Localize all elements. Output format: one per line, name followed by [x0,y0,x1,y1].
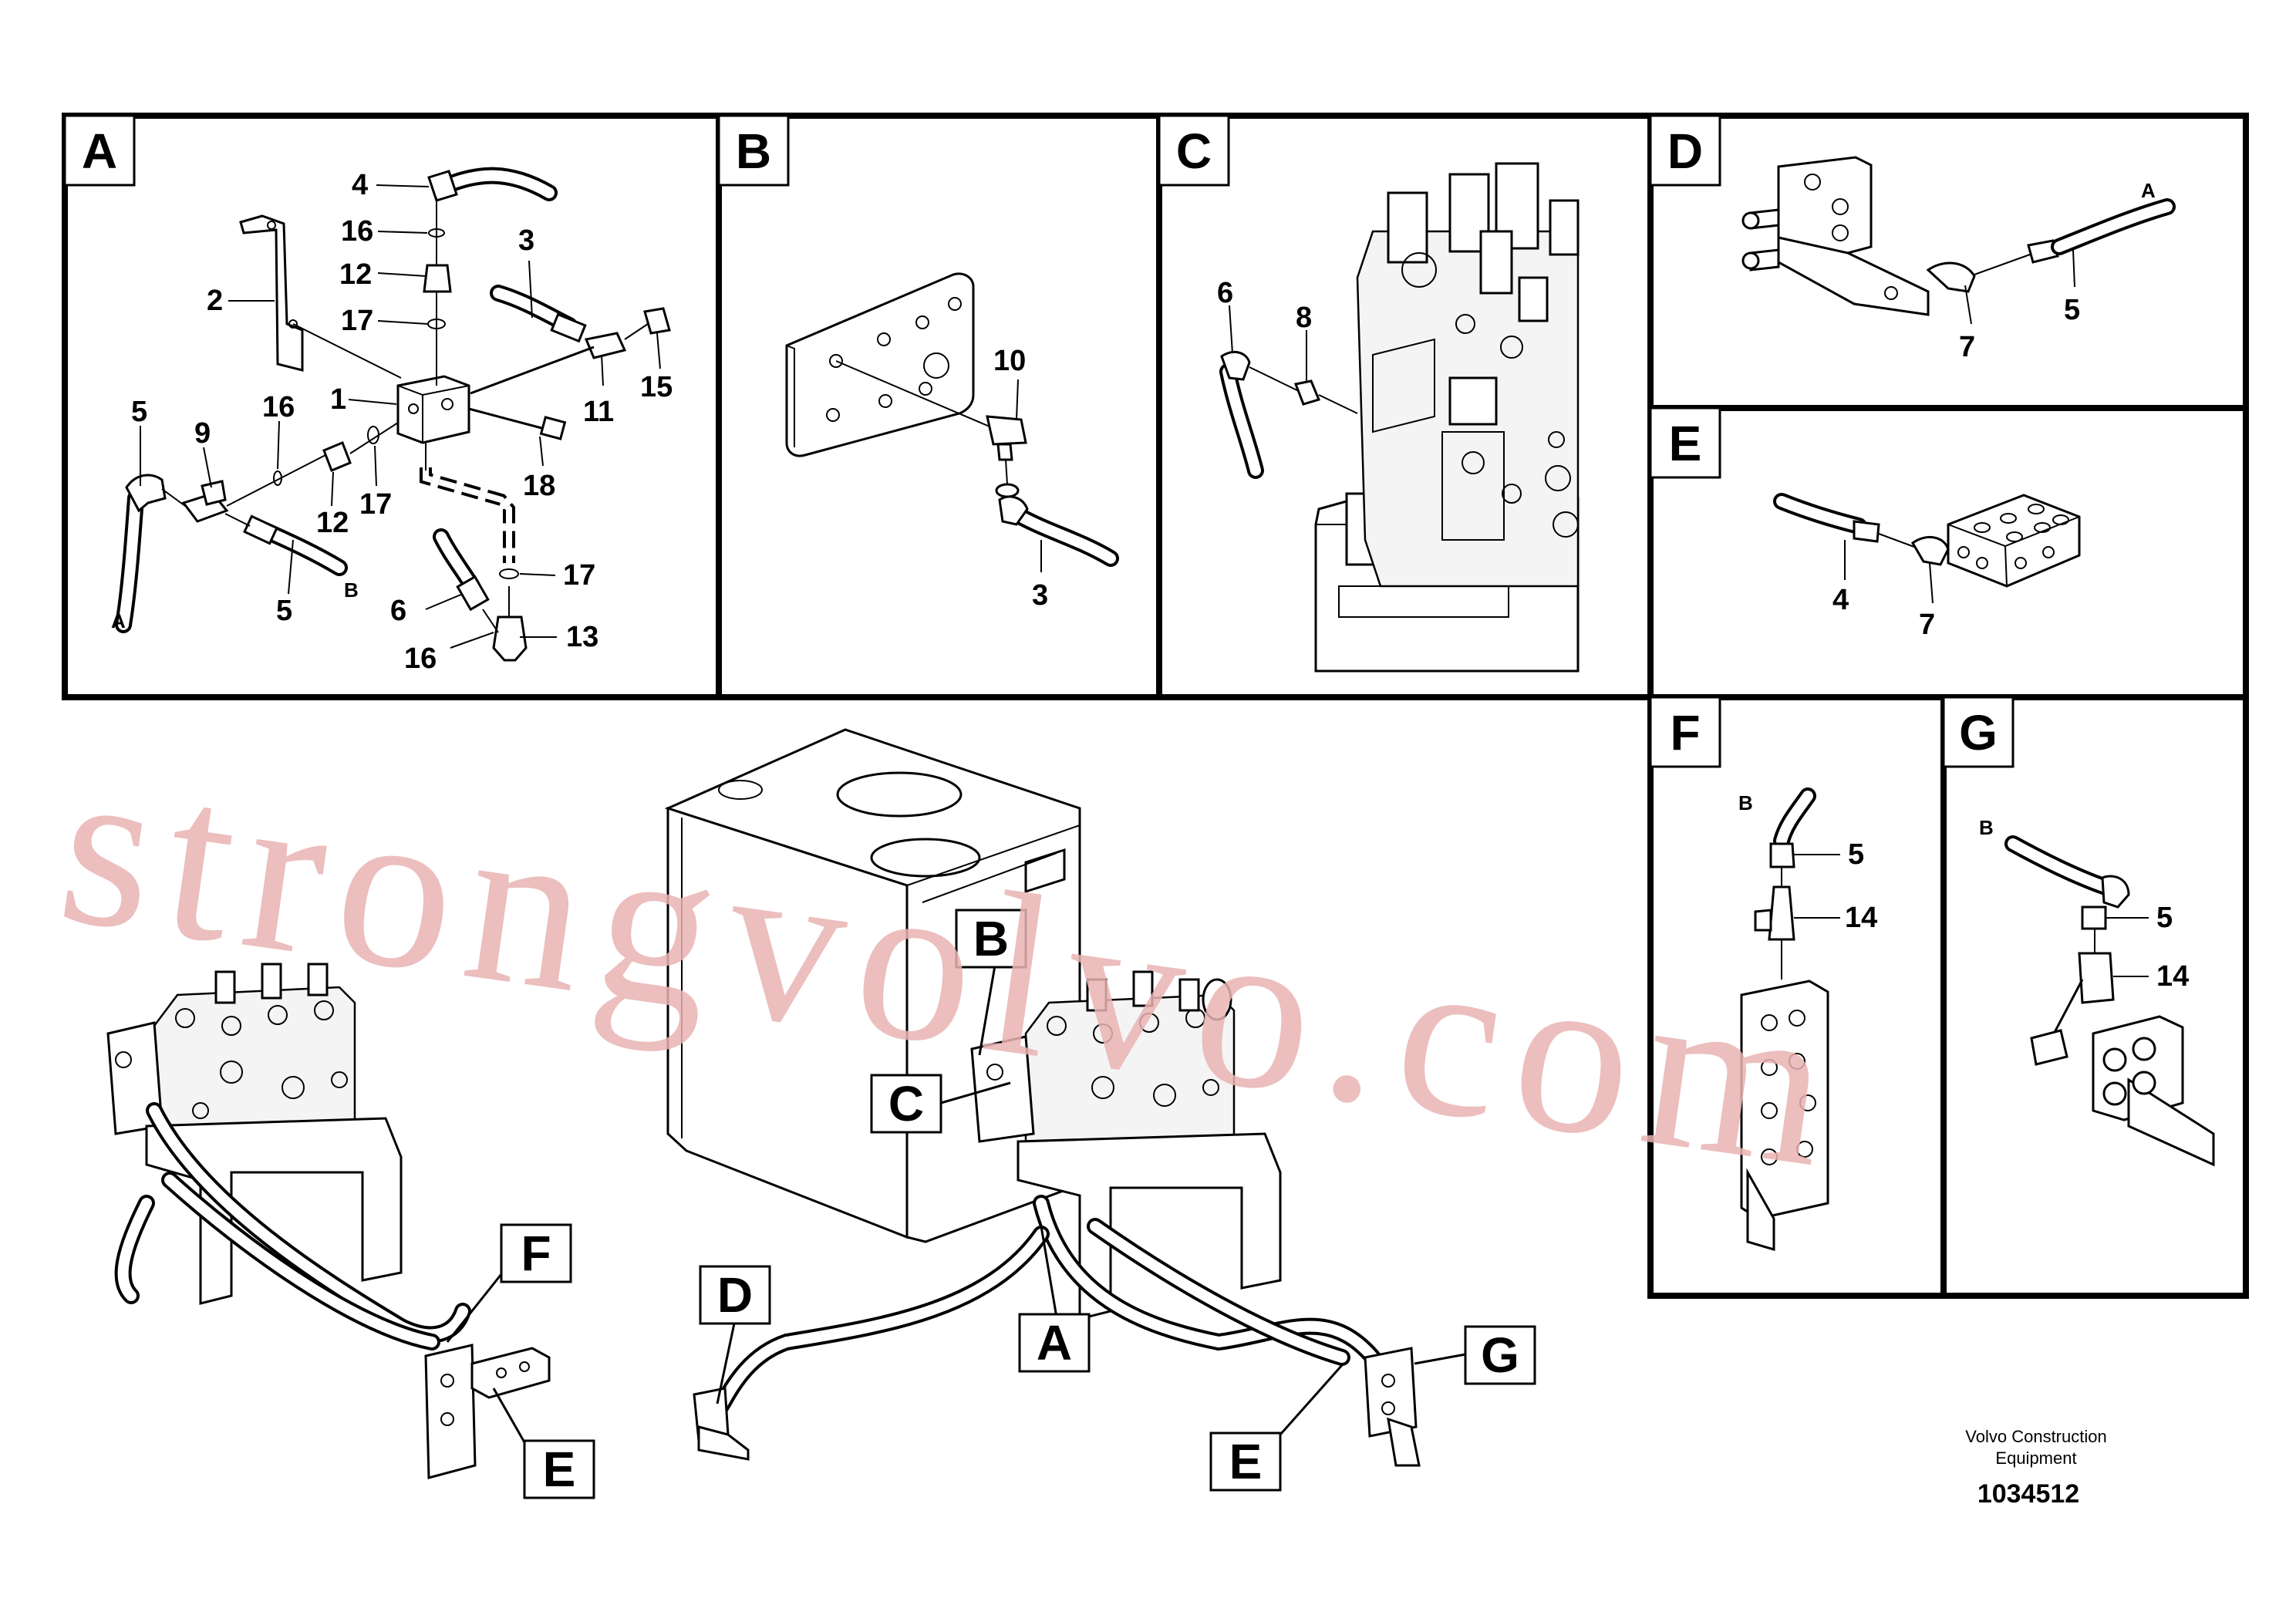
panel-label-E: E [1649,406,1721,479]
ref-D-box: D [699,1265,771,1404]
svg-text:G: G [1481,1327,1519,1383]
hose-end-B: B [1979,816,1994,839]
footer: Volvo Construction Equipment 1034512 [1965,1427,2106,1509]
ref-G-box: G [1414,1325,1536,1385]
callout-14: 14 [2156,960,2189,993]
callout-16: 16 [262,391,295,423]
panel-label-F: F [1649,696,1721,768]
callout-17: 17 [359,488,392,521]
panel-B-drawing [785,272,1119,572]
overview-drawing [106,728,1421,1479]
panel-F-drawing [1740,787,1840,1252]
panel-label-A: A [63,114,136,187]
svg-text:C: C [1176,123,1212,179]
ref-B-box: B [955,909,1027,1056]
callout-12: 12 [316,507,349,539]
callout-17: 17 [341,305,373,337]
callout-5: 5 [131,396,147,428]
svg-text:B: B [973,911,1009,966]
panel-label-G: G [1942,696,2014,768]
ref-E-box-right: E [1209,1364,1344,1492]
callout-1: 1 [330,383,346,416]
svg-text:F: F [1670,705,1700,760]
ref-E-box-left: E [492,1388,595,1499]
callout-4: 4 [352,169,368,201]
svg-text:E: E [1229,1434,1263,1489]
panel-label-B: B [717,114,790,187]
panel-D-drawing [1741,156,2176,325]
callout-18: 18 [523,470,555,502]
ref-A-box: A [1018,1226,1091,1373]
callout-6: 6 [1217,277,1233,309]
panel-D-callouts: 7 5 A [1959,179,2156,363]
callout-5: 5 [2156,902,2173,934]
publisher-line-2: Equipment [1995,1448,2076,1468]
callout-6: 6 [390,595,406,627]
callout-8: 8 [1296,302,1312,334]
callout-3: 3 [518,224,534,257]
callout-4: 4 [1832,584,1849,616]
panel-label-C: C [1158,114,1230,187]
callout-13: 13 [566,621,598,653]
panel-C-drawing [1219,162,1580,673]
svg-text:A: A [82,123,117,179]
callout-16: 16 [404,642,437,675]
panel-G-callouts: 5 14 B [1979,816,2189,993]
ref-C-box: C [870,1074,1011,1134]
panel-E-drawing [1773,493,2081,604]
panel-B-callouts: 10 3 [993,345,1048,612]
hose-end-A: A [2141,179,2156,202]
callout-3: 3 [1032,579,1048,612]
panel-G-drawing [2004,835,2215,1167]
callout-16: 16 [341,215,373,248]
callout-15: 15 [640,371,673,403]
publisher-line-1: Volvo Construction [1965,1427,2106,1446]
svg-text:E: E [1669,416,1702,471]
callout-17: 17 [563,559,595,592]
svg-text:B: B [736,123,771,179]
callout-10: 10 [993,345,1026,377]
callout-5: 5 [2064,294,2080,326]
hose-end-B: B [344,578,359,602]
svg-text:G: G [1959,705,1998,760]
panel-label-D: D [1649,114,1721,187]
panel-A-drawing [115,167,671,662]
panel-E-callouts: 4 7 [1832,584,1935,641]
drawing-number: 1034512 [1977,1479,2079,1509]
svg-text:A: A [1037,1315,1072,1371]
overview-refs: B C F E D A E [446,909,1536,1499]
callout-12: 12 [339,258,372,291]
panel-C-callouts: 6 8 [1217,277,1312,334]
callout-2: 2 [207,285,223,317]
callout-7: 7 [1959,331,1975,363]
svg-text:D: D [717,1267,753,1323]
callout-14: 14 [1845,902,1877,934]
ref-F-box: F [446,1223,572,1343]
callout-9: 9 [194,417,211,450]
callout-11: 11 [583,396,614,428]
callout-5: 5 [276,595,292,627]
svg-text:C: C [888,1076,924,1131]
panel-F-callouts: 5 14 B [1738,791,1877,934]
panel-A-callouts: 4 16 12 17 2 1 3 11 15 18 5 9 16 12 17 5… [111,169,673,675]
svg-text:D: D [1667,123,1703,179]
callout-7: 7 [1919,609,1935,641]
hose-end-B: B [1738,791,1753,814]
svg-text:E: E [543,1442,576,1497]
svg-text:F: F [521,1226,551,1281]
hose-end-A: A [111,609,126,632]
callout-5: 5 [1848,838,1864,871]
